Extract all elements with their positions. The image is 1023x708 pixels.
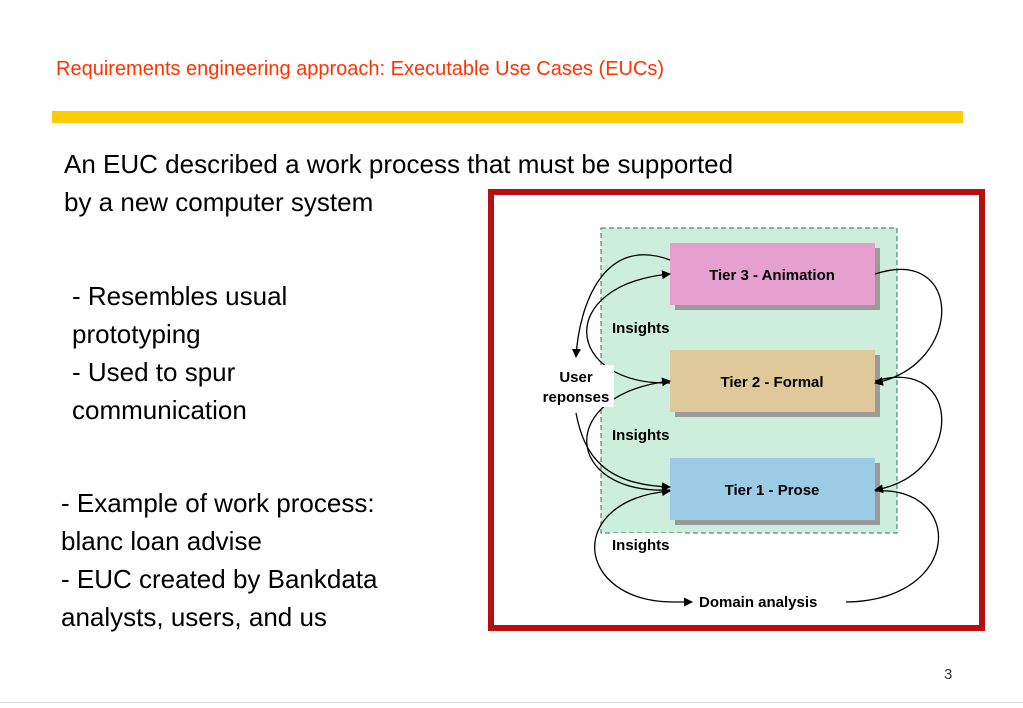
bottom-divider [0, 702, 1023, 703]
bullet-group-prototyping: - Resembles usual prototyping - Used to … [72, 277, 402, 429]
loop-right-tier3 [874, 268, 943, 386]
tier2-box [670, 350, 875, 412]
loop-right-tier1 [845, 490, 940, 603]
user-responses-down [575, 412, 671, 492]
page-number: 3 [944, 666, 953, 683]
loop-left-insights-bottom [594, 487, 675, 603]
intro-paragraph: An EUC described a work process that mus… [64, 145, 904, 221]
bullet-line: - Example of work process: [61, 488, 375, 518]
user-responses-label-line1: User [559, 369, 593, 386]
title-underline [52, 111, 963, 123]
intro-line: by a new computer system [64, 187, 374, 217]
loop-left-insights-mid [586, 377, 671, 491]
bullet-line: analysts, users, and us [61, 602, 327, 632]
bullet-line: - Used to spur [72, 357, 236, 387]
tier1-box [670, 458, 875, 520]
insights-label-mid: Insights [612, 427, 670, 444]
bullet-line: blanc loan advise [61, 526, 262, 556]
intro-line: An EUC described a work process that mus… [64, 149, 734, 179]
tier2-label: Tier 2 - Formal [720, 374, 823, 391]
bullet-group-example: - Example of work process: blanc loan ad… [61, 484, 481, 636]
tier3-label: Tier 3 - Animation [709, 267, 835, 284]
slide-title: Requirements engineering approach: Execu… [56, 58, 665, 80]
insights-label-bg [610, 533, 682, 555]
insights-label-bg [610, 423, 682, 445]
tier1-label: Tier 1 - Prose [725, 482, 820, 499]
euc-tier-diagram: Tier 3 - Animation Tier 2 - Formal Tier … [538, 227, 943, 611]
insights-label-bg [610, 316, 682, 338]
bullet-line: - Resembles usual [72, 281, 288, 311]
insights-label-top: Insights [612, 320, 670, 337]
tier3-box [670, 243, 875, 305]
loop-left-insights-top [586, 270, 671, 384]
bullet-line: communication [72, 395, 247, 425]
bullet-line: - EUC created by Bankdata [61, 564, 378, 594]
user-responses-label-line2: reponses [543, 389, 610, 406]
user-responses-up [571, 254, 671, 358]
bullet-line: prototyping [72, 319, 201, 349]
insights-label-bottom: Insights [612, 537, 670, 554]
user-responses-label-bg [538, 365, 614, 407]
domain-analysis-label: Domain analysis [699, 594, 817, 611]
loop-right-tier2 [874, 376, 943, 494]
diagram-frame: Tier 3 - Animation Tier 2 - Formal Tier … [488, 189, 985, 631]
